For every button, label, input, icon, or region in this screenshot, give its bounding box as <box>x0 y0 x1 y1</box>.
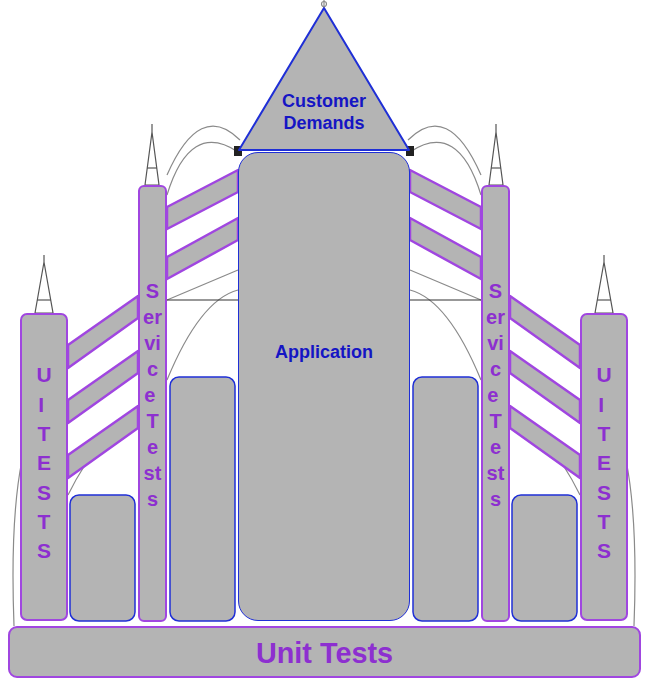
test-column: Service Tests <box>481 185 510 622</box>
triangle-shape <box>239 8 409 150</box>
block-label: Application <box>239 342 409 364</box>
vertical-label: Service Tests <box>143 278 163 512</box>
vertical-label: UI TESTS <box>34 360 55 566</box>
cathedral-sketch <box>13 0 635 626</box>
vertical-label: UI TESTS <box>594 360 615 566</box>
test-column: Service Tests <box>138 185 167 622</box>
block-label: Unit Tests <box>10 638 639 670</box>
application-block: Application <box>238 152 410 621</box>
test-column: UI TESTS <box>20 313 68 621</box>
roof-triangle: Customer Demands <box>238 6 410 151</box>
unit-test-base: Unit Tests <box>8 626 641 678</box>
block-label: Customer Demands <box>264 91 384 134</box>
test-column: UI TESTS <box>580 313 628 621</box>
vertical-label: Service Tests <box>486 278 506 512</box>
